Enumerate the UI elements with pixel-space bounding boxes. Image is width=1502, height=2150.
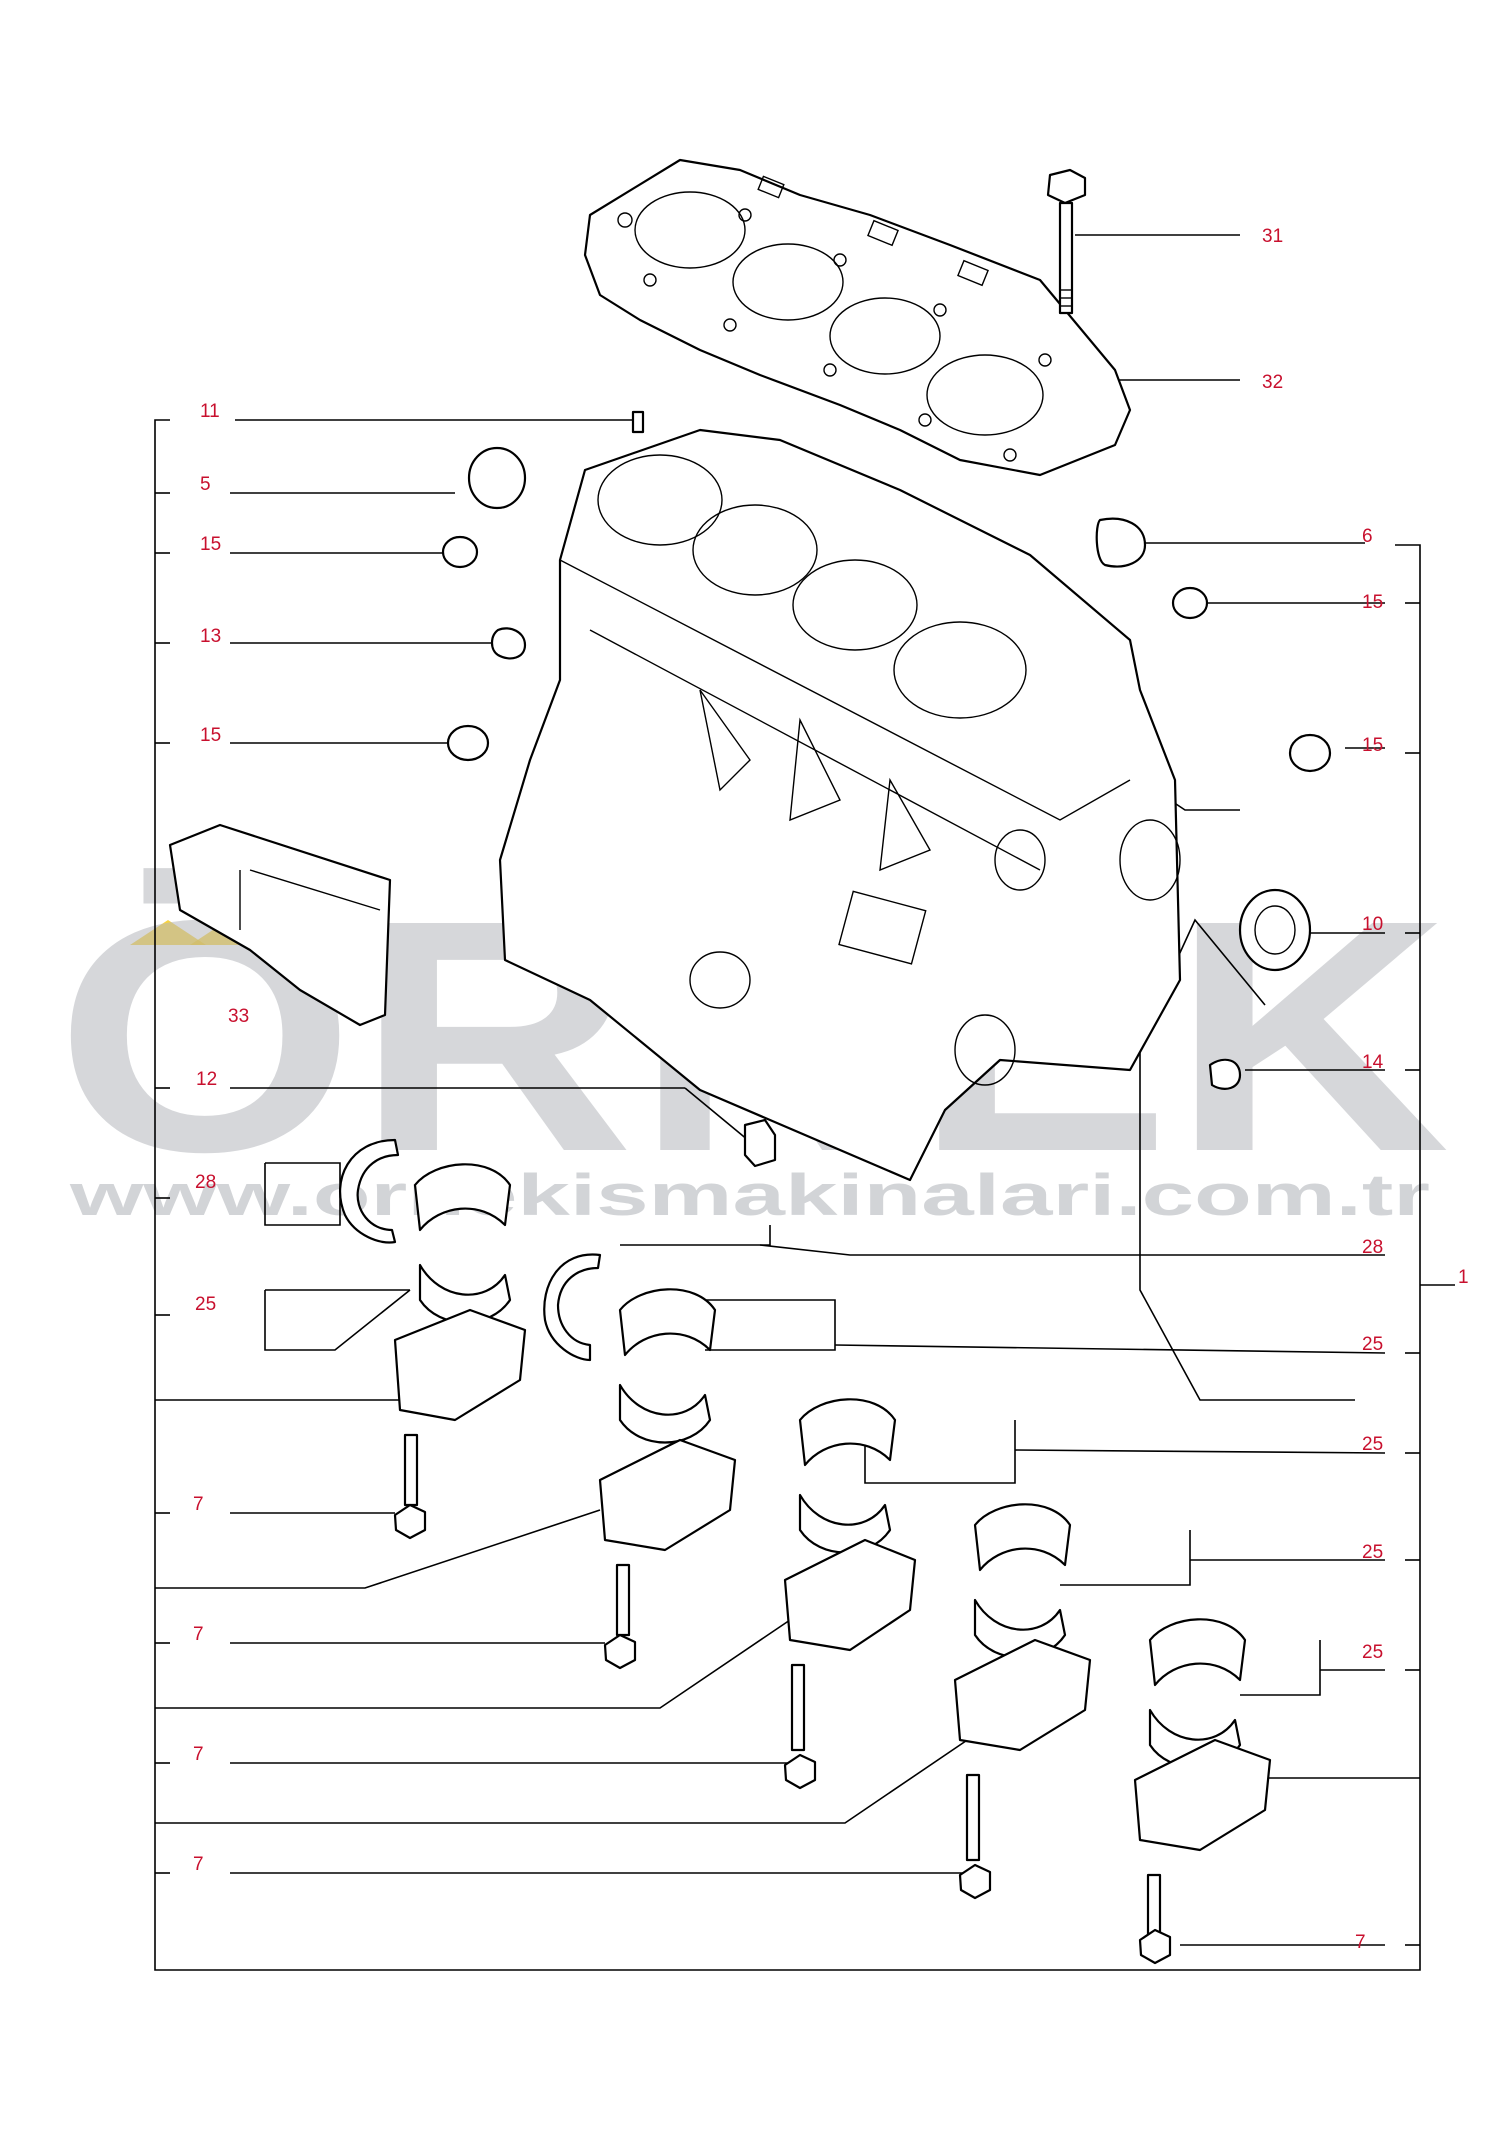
plug-right-small — [1171, 586, 1209, 620]
bearing-cap-3 — [783, 1538, 917, 1652]
bearing-shell-upper-2 — [618, 1288, 717, 1357]
plug-small-left — [441, 535, 479, 569]
cap-bolt-3 — [790, 1663, 806, 1752]
callout-11: 11 — [200, 401, 220, 422]
thrust-washers — [339, 1138, 602, 1362]
callout-13: 13 — [200, 626, 221, 647]
callout-15-d: 15 — [1362, 735, 1383, 756]
callout-1: 1 — [1458, 1267, 1469, 1288]
callout-10: 10 — [1362, 914, 1383, 935]
thrust-washer-left — [339, 1138, 400, 1244]
watermark-accent-left — [130, 920, 206, 945]
seal-ring-left — [446, 724, 490, 762]
bearing-cap-1 — [393, 1308, 527, 1422]
callout-15-c: 15 — [200, 725, 221, 746]
callout-25-c: 25 — [1362, 1434, 1383, 1455]
callout-25-b: 25 — [1362, 1334, 1383, 1355]
expansion-plug-large — [467, 446, 527, 510]
callout-7-a: 7 — [193, 1494, 204, 1515]
bearing-shell-upper-5 — [1148, 1618, 1247, 1687]
callout-7-b: 7 — [193, 1624, 204, 1645]
bearing-cap-5 — [1133, 1738, 1272, 1852]
cap-bolt-1 — [403, 1433, 419, 1507]
callout-31: 31 — [1262, 226, 1283, 247]
callout-12: 12 — [196, 1069, 217, 1090]
small-parts — [441, 410, 1332, 1168]
bearing-cap-2 — [598, 1438, 737, 1552]
bearing-cap-4 — [953, 1638, 1092, 1752]
cylinder-block — [498, 428, 1182, 1182]
callout-7-c: 7 — [193, 1744, 204, 1765]
crankcase-baffle — [168, 823, 392, 1027]
dowel-pin — [631, 410, 645, 434]
bushing — [1238, 888, 1312, 972]
callout-7-d: 7 — [193, 1854, 204, 1875]
plug-14 — [1208, 1058, 1242, 1090]
bearing-shell-upper-3 — [798, 1398, 897, 1467]
bearing-shell-upper-1 — [413, 1163, 512, 1232]
plug-right — [1095, 517, 1147, 568]
head-bolt — [1046, 168, 1087, 315]
watermark-url: www.ornekismakinalari.com.tr — [68, 1163, 1430, 1228]
plug-threaded — [490, 627, 527, 660]
cap-bolt-5 — [1146, 1873, 1162, 1937]
bearing-shell-lower-1 — [418, 1263, 512, 1324]
leader-lines — [155, 234, 1420, 1946]
plug-12 — [743, 1118, 777, 1168]
main-bearing-assemblies — [393, 1163, 1272, 1965]
callout-14: 14 — [1362, 1052, 1384, 1073]
cylinder-head-gasket — [583, 158, 1132, 477]
cap-bolt-4 — [965, 1773, 981, 1862]
bearing-shell-lower-2 — [618, 1383, 712, 1444]
callout-25-e: 25 — [1362, 1642, 1383, 1663]
seal-ring-right — [1288, 733, 1332, 773]
callout-15-a: 15 — [200, 534, 221, 555]
callout-25-d: 25 — [1362, 1542, 1383, 1563]
group-bracket-lines — [154, 419, 1455, 1971]
bearing-shell-lower-3 — [798, 1493, 892, 1554]
bearing-shell-upper-4 — [973, 1503, 1072, 1572]
callout-15-b: 15 — [1362, 592, 1383, 613]
callout-28-a: 28 — [195, 1172, 216, 1193]
callout-33: 33 — [228, 1006, 249, 1027]
callout-25-a: 25 — [195, 1294, 216, 1315]
callout-labels: 31 32 11 5 6 15 15 13 15 15 10 33 14 12 … — [193, 226, 1469, 1953]
callout-32: 32 — [1262, 372, 1283, 393]
cap-bolt-2 — [615, 1563, 631, 1637]
thrust-washer-right — [543, 1253, 602, 1362]
callout-5: 5 — [200, 474, 211, 495]
callout-6: 6 — [1362, 526, 1373, 547]
callout-7-e: 7 — [1355, 1932, 1366, 1953]
callout-28-b: 28 — [1362, 1237, 1383, 1258]
